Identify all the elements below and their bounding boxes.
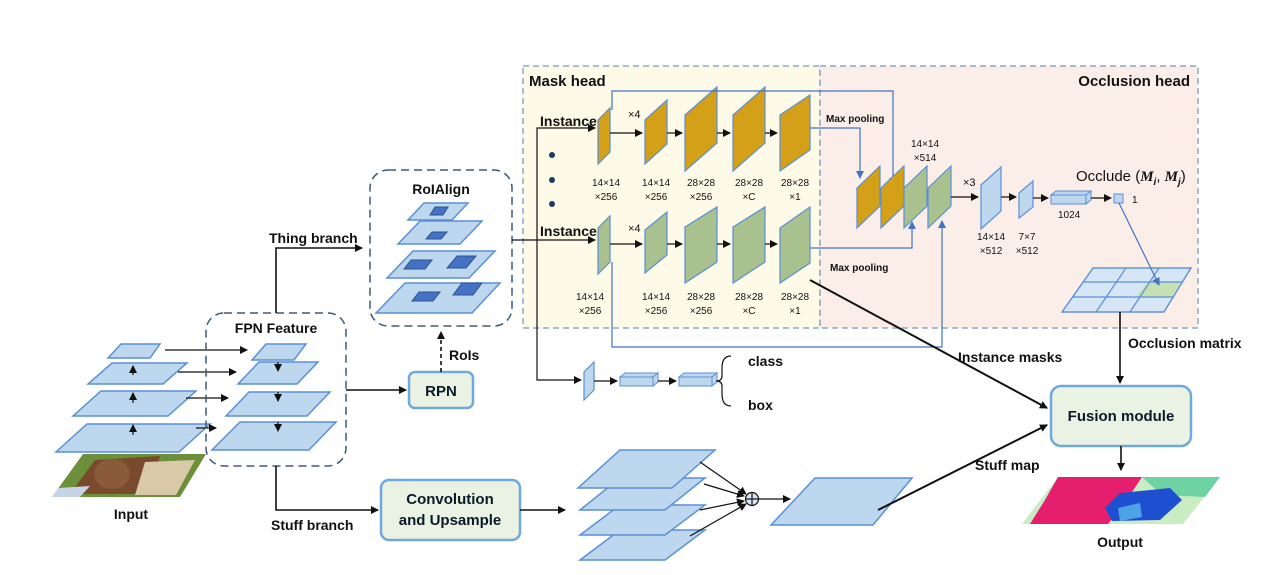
dims-bottom-2-a: 28×28: [687, 292, 716, 303]
occlusion-head-layers: [856, 164, 1124, 231]
output-image: [1022, 477, 1220, 524]
mask-head-title: Mask head: [529, 73, 606, 90]
occlusion-matrix-grid: [1060, 267, 1193, 313]
rois-label: RoIs: [449, 347, 480, 363]
dims-occlusion: 14×14 ×514 14×14 ×512 7×7 ×512: [911, 139, 1039, 257]
mask-head-panel: [522, 65, 821, 329]
dims-occ-0-a: 14×14: [911, 139, 940, 150]
thing-branch-label: Thing branch: [269, 230, 358, 246]
dims-top-2-b: ×256: [690, 192, 713, 203]
dims-top-4-a: 28×28: [781, 178, 810, 189]
roialign-label: RoIAlign: [412, 181, 470, 197]
dims-occ-1-b: ×512: [980, 246, 1003, 257]
mask-head-instance-i-layers: [597, 85, 811, 173]
dims-bottom-4-b: ×1: [789, 306, 801, 317]
stuff-feature-stack: [576, 449, 717, 561]
dims-bottom-1-a: 14×14: [642, 292, 671, 303]
input-pyramid: [54, 343, 212, 453]
box-label: box: [748, 397, 773, 413]
stuff-branch-label: Stuff branch: [271, 517, 353, 533]
dims-bottom-1-b: ×256: [645, 306, 668, 317]
max-pooling-bottom-label: Max pooling: [830, 263, 888, 274]
occlusion-head-title: Occlusion head: [1078, 73, 1190, 90]
stuff-map-label: Stuff map: [975, 457, 1040, 473]
dims-top-3-b: ×C: [742, 192, 755, 203]
instance-masks-label: Instance masks: [958, 349, 1062, 365]
dims-bottom-4-a: 28×28: [781, 292, 810, 303]
occlude-formula: Occlude (Mi, Mj): [1076, 168, 1186, 188]
mask-head-instance-j-layers: [597, 205, 811, 285]
conv-upsample-box: [379, 478, 522, 542]
dims-bottom-2-b: ×256: [690, 306, 713, 317]
input-image: [52, 454, 206, 497]
class-box-head: [583, 360, 719, 402]
dims-top-1-a: 14×14: [642, 178, 671, 189]
dims-bottom-3-a: 28×28: [735, 292, 764, 303]
dims-occ-2-a: 7×7: [1019, 232, 1036, 243]
dims-occ-1-a: 14×14: [977, 232, 1006, 243]
dims-occ-2-b: ×512: [1016, 246, 1039, 257]
dims-bottom-0-b: ×256: [579, 306, 602, 317]
dims-bottom: 14×14 ×256 14×14 ×256 28×28 ×256 28×28 ×C 28×28 ×…: [576, 292, 810, 317]
rpn-label: RPN: [425, 383, 457, 400]
dims-bottom-0-a: 14×14: [576, 292, 605, 303]
fusion-module-label: Fusion module: [1068, 408, 1175, 425]
output-label: Output: [1097, 534, 1143, 550]
roialign-box: [369, 169, 513, 327]
stuff-map-plane: [769, 477, 914, 526]
dims-occ-0-b: ×514: [914, 153, 937, 164]
times3-label: ×3: [963, 177, 976, 189]
times4-top: ×4: [628, 109, 641, 121]
instance-i-label: Instance i: [540, 113, 605, 129]
dims-bottom-3-b: ×C: [742, 306, 755, 317]
conv-label-line1: Convolution: [406, 491, 493, 508]
dims-top-0-b: ×256: [595, 192, 618, 203]
conv-label-line2: and Upsample: [399, 512, 502, 529]
dims-top-4-b: ×1: [789, 192, 801, 203]
dim-1: 1: [1132, 195, 1138, 206]
input-label: Input: [114, 506, 149, 522]
occlusion-matrix-label: Occlusion matrix: [1128, 335, 1242, 351]
fpn-feature-label: FPN Feature: [235, 320, 318, 336]
dims-top: 14×14 ×256 14×14 ×256 28×28 ×256 28×28 ×C 28×28 ×…: [592, 178, 810, 203]
class-label: class: [748, 353, 783, 369]
fpn-pyramid: [210, 343, 338, 451]
dims-top-0-a: 14×14: [592, 178, 621, 189]
times4-bottom: ×4: [628, 223, 641, 235]
dims-top-1-b: ×256: [645, 192, 668, 203]
max-pooling-top-label: Max pooling: [826, 114, 884, 125]
dims-top-3-a: 28×28: [735, 178, 764, 189]
roialign-pyramid: [374, 202, 502, 314]
dims-top-2-a: 28×28: [687, 178, 716, 189]
dim-1024: 1024: [1058, 210, 1081, 221]
instance-j-label: Instance j: [540, 223, 605, 239]
